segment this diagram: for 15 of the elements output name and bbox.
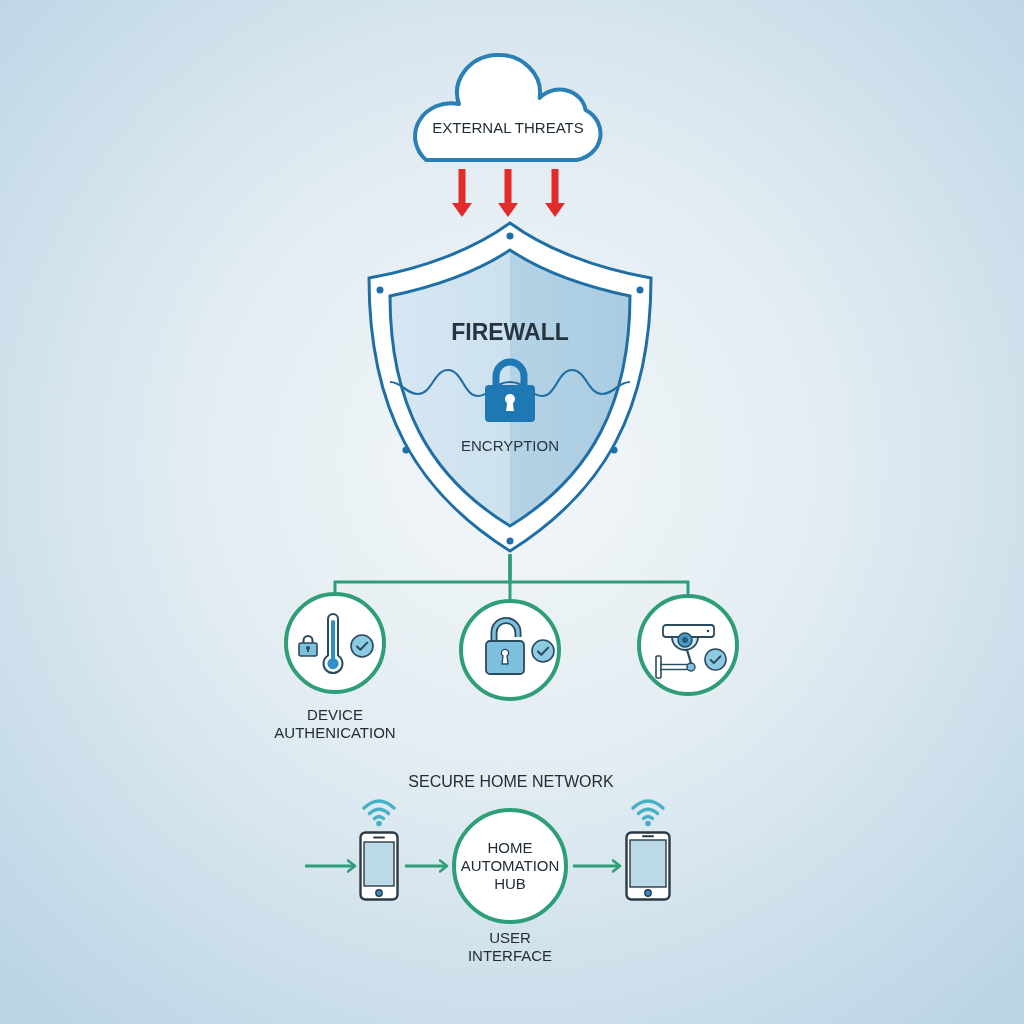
shield [366,220,654,554]
smartphone-picture [359,831,399,901]
shield-label: ENCRYPTION [460,437,560,455]
shield-title: FIREWALL [451,319,569,347]
arrow [573,859,622,873]
arrow [405,859,449,873]
connector-line [508,554,690,594]
section-heading: SECURE HOME NETWORK [408,772,614,792]
caption-text: USER INTERFACE [466,929,554,966]
caption-text: DEVICE AUTHENICATION [273,706,397,743]
hub-label: HOME AUTOMATION HUB [459,838,561,894]
arrow [305,859,357,873]
tablet-picture [625,831,671,901]
cloud-label: EXTERNAL THREATS [432,119,584,137]
cloud [413,52,603,163]
